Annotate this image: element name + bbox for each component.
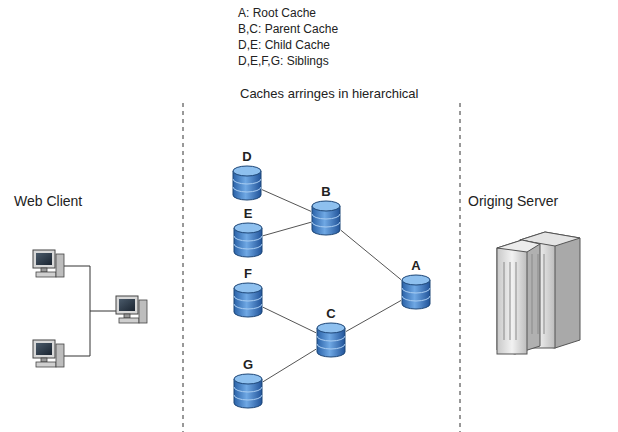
cache-node: C [316, 305, 346, 358]
cache-node: D [232, 148, 262, 201]
cache-icon [233, 373, 263, 409]
cache-link [263, 222, 311, 236]
cache-link [263, 349, 316, 382]
cache-node: F [233, 265, 263, 318]
cache-cylinder [232, 165, 262, 201]
cache-letter: E [244, 205, 253, 222]
cache-link [262, 190, 311, 212]
cache-link [346, 300, 401, 331]
legend-note: B,C: Parent Cache [238, 22, 338, 37]
cache-cylinder [233, 282, 263, 318]
cache-icon [311, 200, 341, 236]
cache-link [263, 307, 316, 333]
cache-icon [401, 274, 431, 310]
cache-icon [232, 165, 262, 201]
cache-node: G [233, 356, 263, 409]
section-heading: Caches arringes in hierarchical [240, 86, 418, 101]
cache-letter: F [244, 265, 252, 282]
cache-cylinder [401, 274, 431, 310]
cache-letter: G [243, 356, 253, 373]
cache-letter: A [411, 257, 420, 274]
region-label: Web Client [14, 194, 82, 209]
legend-note: D,E,F,G: Siblings [238, 54, 329, 69]
cache-letter: D [242, 148, 251, 165]
cache-icon [233, 282, 263, 318]
cache-node: B [311, 183, 341, 236]
region-label: Origing Server [468, 194, 558, 209]
cache-cylinder [233, 222, 263, 258]
cache-link [341, 230, 401, 279]
cache-node: A [401, 257, 431, 310]
cache-icon [316, 322, 346, 358]
cache-icon [233, 222, 263, 258]
legend-note: D,E: Child Cache [238, 38, 330, 53]
legend-note: A: Root Cache [238, 6, 316, 21]
cache-cylinder [311, 200, 341, 236]
cache-node: E [233, 205, 263, 258]
cache-cylinder [316, 322, 346, 358]
cache-letter: B [321, 183, 330, 200]
cache-cylinder [233, 373, 263, 409]
cache-letter: C [326, 305, 335, 322]
